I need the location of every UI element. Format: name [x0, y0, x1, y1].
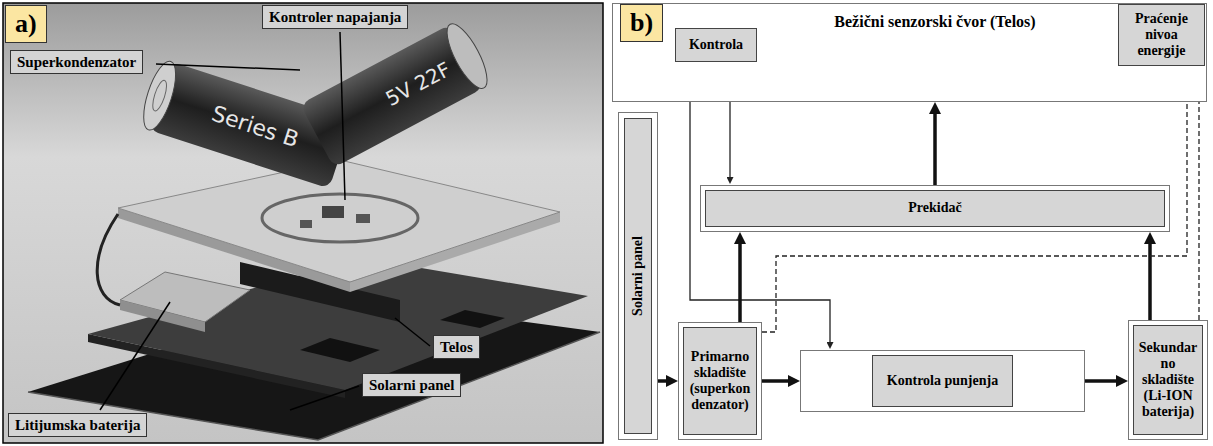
part-label: Telos — [433, 335, 480, 359]
component — [356, 214, 370, 223]
process-box: Kontrola punjenja — [800, 350, 1085, 412]
node-text: Sekundar no skladište (Li-ION baterija) — [1133, 325, 1203, 435]
panel-tag: a) — [5, 5, 47, 43]
printed-marking: Series B — [209, 103, 301, 152]
storage-box: Sekundar no skladište (Li-ION baterija) — [1128, 320, 1208, 440]
printed-marking: 5V 22F — [383, 59, 454, 109]
storage-box: Primarno skladište (superkon denzator) — [678, 322, 762, 440]
node-text: Kontrola — [689, 37, 743, 53]
node-group-box: Bežični senzorski čvor (Telos) Kontrola Pr… — [612, 3, 1207, 102]
capacitor-end — [137, 58, 182, 134]
arrow-connector — [1085, 379, 1116, 383]
battery-wire — [97, 214, 120, 305]
process-box: Kontrola — [675, 28, 757, 62]
process-box: Solarni panel — [618, 112, 658, 440]
chip — [440, 310, 505, 328]
node-text: Primarno skladište (superkon denzator) — [683, 327, 757, 435]
part-label: Superkondenzator — [10, 50, 143, 74]
part-label: Kontroler napajanja — [262, 5, 408, 29]
process-box: Prekidač — [700, 185, 1170, 232]
node-text: Bežični senzorski čvor (Telos) — [760, 13, 1110, 31]
part-label: Litijumska baterija — [8, 413, 147, 437]
dashed-arrow — [1198, 74, 1199, 320]
arrow-connector — [738, 244, 742, 322]
arrow-connector — [933, 114, 937, 185]
arrow-connector — [762, 379, 788, 383]
controller-ring — [262, 194, 418, 242]
chip — [300, 338, 380, 362]
lithium-battery-edge — [120, 300, 205, 332]
leader-line — [156, 64, 300, 70]
supercapacitor-right — [300, 19, 494, 168]
node-text: Praćenje nivoa energije — [1122, 11, 1201, 59]
capacitor-end — [440, 19, 495, 94]
process-box: Praćenje nivoa energije — [1118, 4, 1205, 66]
panel-tag: b) — [620, 4, 663, 42]
component — [322, 206, 344, 218]
photo-background — [3, 3, 603, 443]
capacitor-end-ring — [150, 79, 169, 113]
component — [300, 220, 312, 228]
leader-line — [340, 32, 345, 200]
controller-board — [118, 160, 560, 282]
leader-line — [100, 302, 170, 410]
node-text: Solarni panel — [624, 118, 652, 434]
part-label: Solarni panel — [362, 373, 461, 397]
arrow-connector — [658, 379, 666, 383]
leader-line — [290, 386, 359, 410]
node-text: Kontrola punjenja — [872, 355, 1013, 407]
leader-line — [395, 318, 430, 346]
node-text: Prekidač — [705, 190, 1165, 227]
